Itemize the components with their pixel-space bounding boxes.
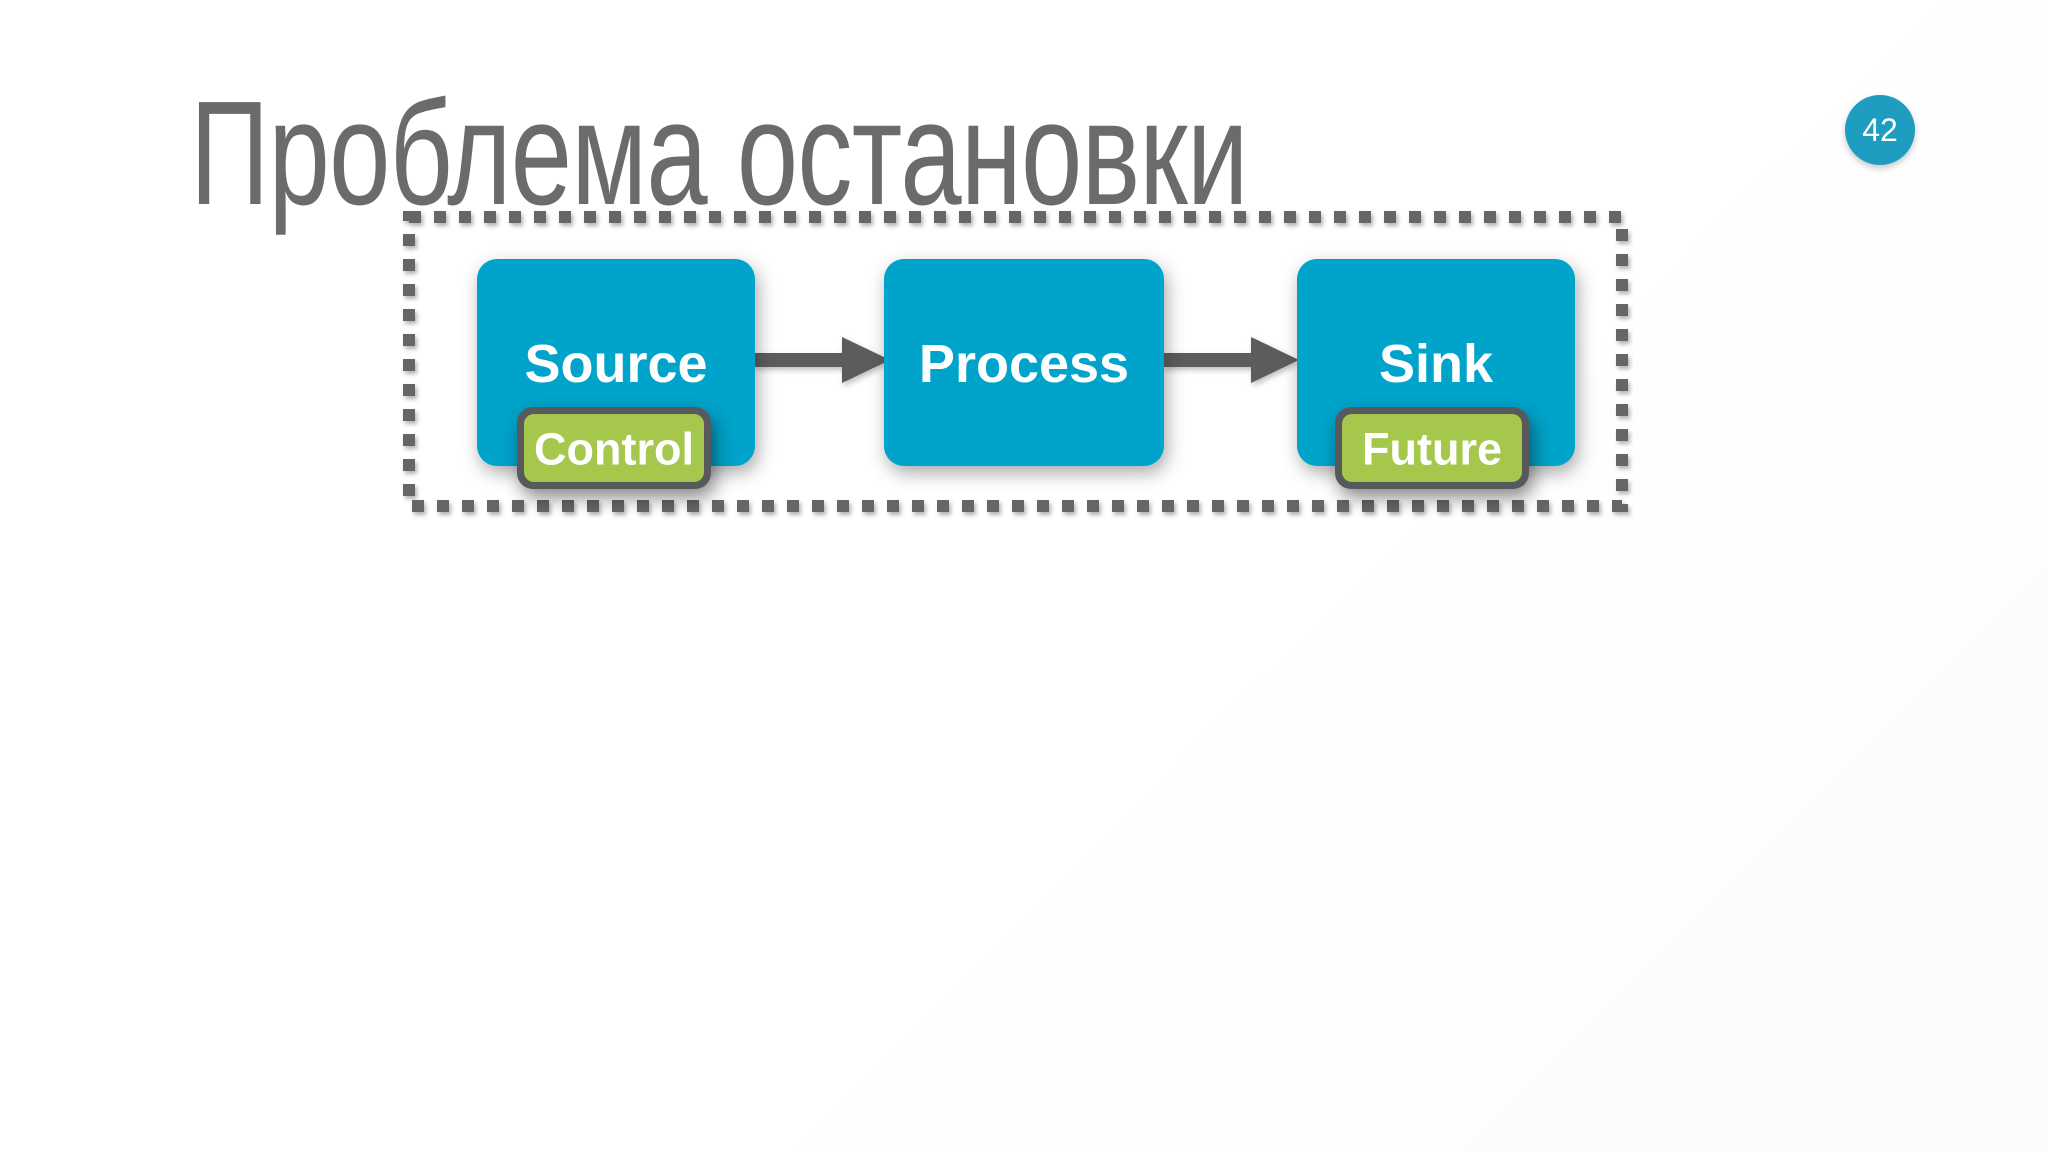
sink-node-label: Sink — [1379, 334, 1494, 394]
flow-arrow-source-process — [753, 337, 890, 383]
dashed-outline — [403, 211, 1628, 512]
control-badge — [524, 414, 704, 482]
process-node-label: Process — [919, 334, 1129, 394]
future-badge — [1342, 414, 1522, 482]
flow-arrow-process-sink — [1162, 337, 1299, 383]
source-node-label: Source — [524, 334, 707, 394]
page-number: 42 — [1862, 111, 1898, 148]
process-node-box — [884, 259, 1164, 466]
page-number-badge: 42 — [1845, 95, 1915, 165]
future-badge-label: Future — [1362, 424, 1502, 475]
control-badge-label: Control — [534, 424, 694, 475]
slide-title: Проблема остановки — [190, 71, 1248, 236]
